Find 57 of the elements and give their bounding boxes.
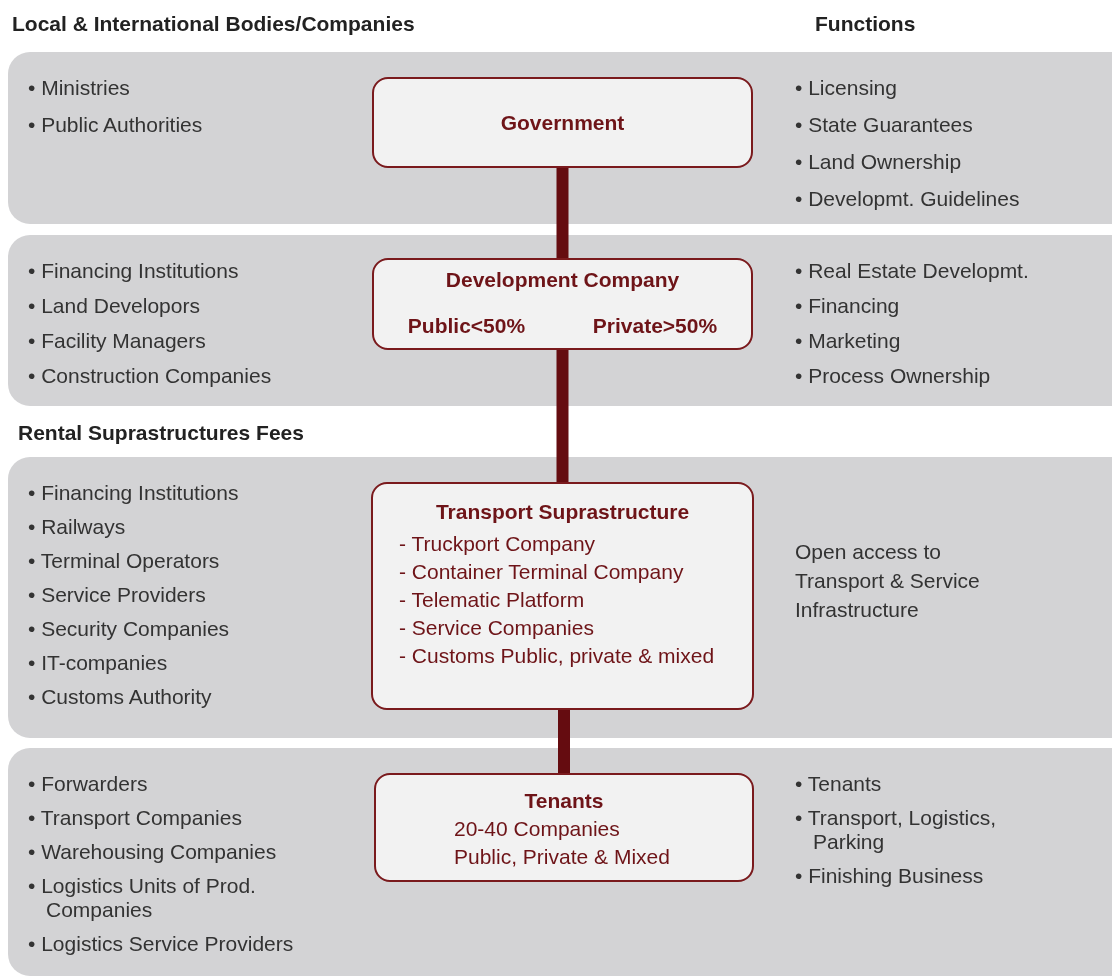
bullet-item: • Security Companies xyxy=(28,617,231,641)
bullet-item: • Financing xyxy=(795,294,901,318)
share-text: Private>50% xyxy=(592,313,718,339)
bullet-item: • Marketing xyxy=(795,329,902,353)
bullet-item: • Public Authorities xyxy=(28,113,204,137)
bullet-item: • Land Developors xyxy=(28,294,201,318)
column-heading: Rental Suprastructures Fees xyxy=(18,421,304,445)
bullet-item: • Licensing xyxy=(795,76,898,100)
bullet-item: • Terminal Operators xyxy=(28,549,221,573)
bullet-item: • IT-companies xyxy=(28,651,169,675)
box-text: - Telematic Platform xyxy=(399,587,586,613)
band-panel xyxy=(8,748,1112,976)
box-title: Government xyxy=(500,109,625,136)
box-title: Tenants xyxy=(523,788,605,814)
box-text: - Service Companies xyxy=(399,615,595,641)
org-box xyxy=(372,77,753,168)
bullet-item: • Logistics Service Providers xyxy=(28,932,295,956)
bullet-item: • Financing Institutions xyxy=(28,259,240,283)
bullet-item: • Tenants xyxy=(795,772,883,796)
box-title: Development Company xyxy=(444,267,681,293)
bullet-item: • Developmt. Guidelines xyxy=(795,187,1021,211)
org-box xyxy=(372,258,753,350)
org-box xyxy=(374,773,754,882)
bullet-item: • Real Estate Developmt. xyxy=(795,259,1030,283)
bullet-item: • Service Providers xyxy=(28,583,207,607)
box-text: 20-40 Companies xyxy=(454,816,621,842)
band-panel xyxy=(8,52,1112,224)
org-box xyxy=(371,482,754,710)
bullet-item: • Transport, Logistics, Parking xyxy=(795,806,998,854)
bullet-item: • Forwarders xyxy=(28,772,149,796)
bullet-item: • Railways xyxy=(28,515,127,539)
connector-line xyxy=(556,350,569,482)
bullet-item: • Customs Authority xyxy=(28,685,213,709)
column-heading: Functions xyxy=(815,12,916,36)
bullet-item: • Process Ownership xyxy=(795,364,992,388)
bullet-item: • Financing Institutions xyxy=(28,481,240,505)
bullet-item: • Finishing Business xyxy=(795,864,985,888)
box-text: Public, Private & Mixed xyxy=(454,844,671,870)
column-heading: Local & International Bodies/Companies xyxy=(12,12,415,36)
box-title: Transport Suprastructure xyxy=(434,499,691,525)
band-panel xyxy=(8,457,1112,738)
box-text: - Truckport Company xyxy=(399,531,597,557)
bullet-item: • Facility Managers xyxy=(28,329,207,353)
bullet-item: • Warehousing Companies xyxy=(28,840,278,864)
bullet-item: • Ministries xyxy=(28,76,131,100)
share-text: Public<50% xyxy=(407,313,526,339)
bullet-item: • Transport Companies xyxy=(28,806,243,830)
box-text: - Customs Public, private & mixed xyxy=(399,643,716,669)
bullet-item: • Land Ownership xyxy=(795,150,963,174)
connector-line xyxy=(556,168,569,258)
band-panel xyxy=(8,235,1112,406)
box-text: - Container Terminal Company xyxy=(399,559,685,585)
bullet-item: • Logistics Units of Prod. Companies xyxy=(28,874,257,922)
bullet-item: • State Guarantees xyxy=(795,113,974,137)
bullet-item: • Construction Companies xyxy=(28,364,273,388)
note-text: Open access to Transport & Service Infrastructure xyxy=(795,539,981,623)
connector-line xyxy=(558,710,570,773)
